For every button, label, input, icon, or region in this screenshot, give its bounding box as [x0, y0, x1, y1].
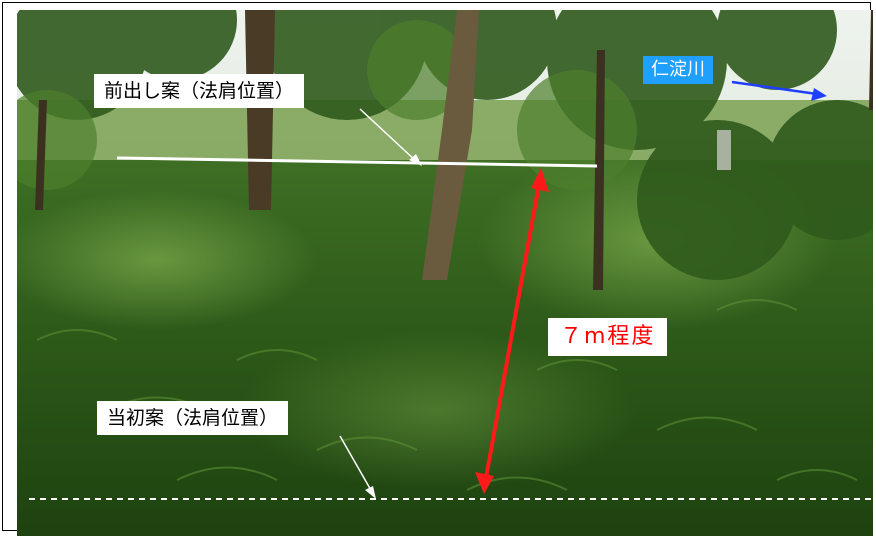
fern-texture [36, 299, 858, 491]
light-patch [17, 190, 317, 330]
tree-trunk [869, 10, 873, 110]
distance-arrowhead-bottom [475, 472, 494, 494]
tree-trunk [593, 50, 605, 290]
person [717, 130, 731, 170]
tree-trunk [35, 100, 47, 210]
proposal-forward-line [116, 156, 598, 168]
tree-trunk [245, 10, 275, 210]
field-photo [17, 10, 873, 536]
pointer-arrowhead [409, 154, 422, 166]
vegetation-scene [17, 10, 873, 536]
proposal-forward-label: 前出し案（法肩位置） [94, 74, 305, 108]
canopy-highlight [17, 20, 637, 190]
distance-arrow-line [484, 183, 541, 479]
distance-label: ７m程度 [548, 318, 668, 356]
tree-trunk [422, 10, 479, 280]
pointer-line [359, 108, 418, 163]
proposal-initial-label: 当初案（法肩位置） [97, 401, 289, 435]
pointer-arrowhead [365, 486, 376, 499]
river-arrowhead [811, 88, 827, 101]
distance-arrowhead-top [531, 168, 549, 192]
river-arrow-line [731, 80, 818, 96]
pointer-line [339, 435, 373, 493]
river-label: 仁淀川 [643, 56, 713, 84]
